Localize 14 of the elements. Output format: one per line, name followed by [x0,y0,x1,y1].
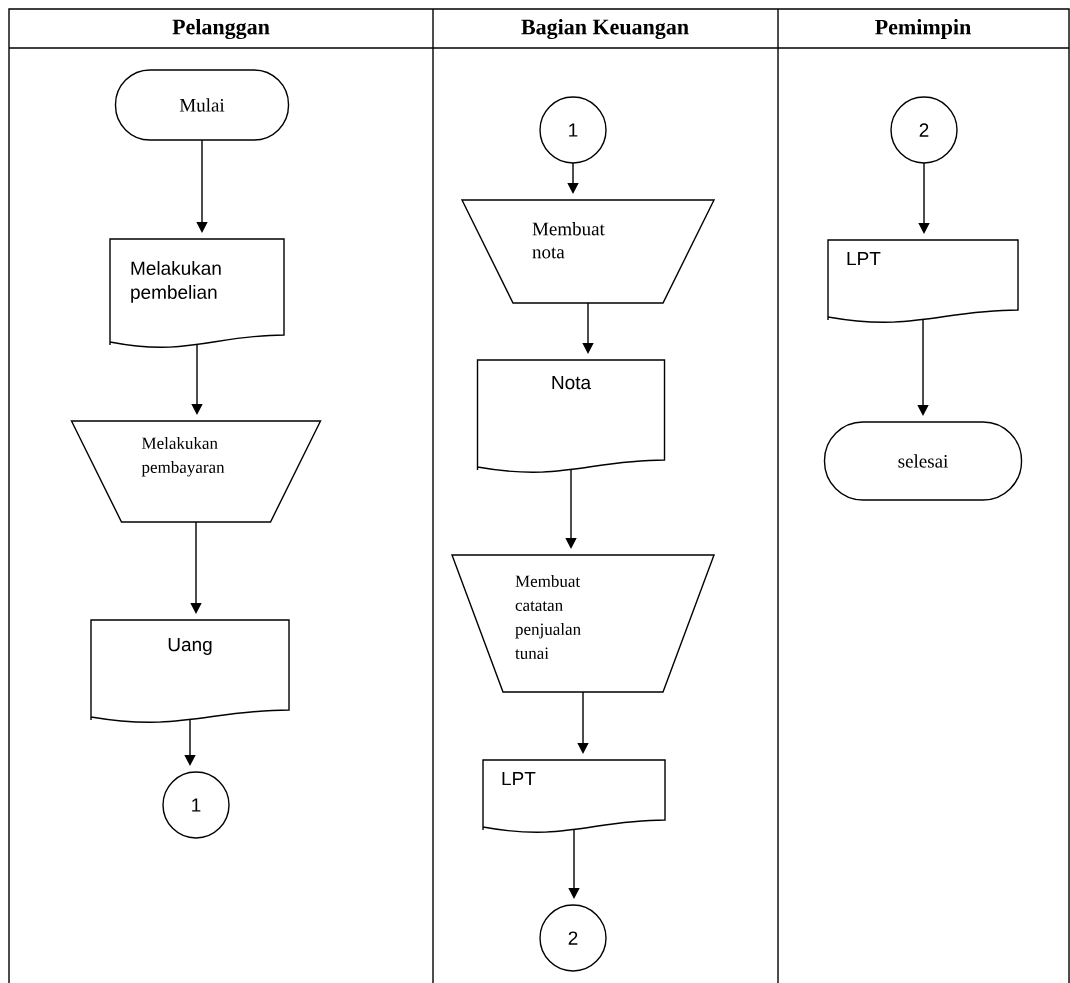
column-header: Bagian Keuangan [521,18,689,40]
arrow [184,719,196,766]
arrow [917,319,929,416]
arrow [190,521,202,614]
arrow [577,691,589,754]
arrow [191,344,203,415]
arrow [196,139,208,233]
column-header: Pelanggan [172,18,270,40]
column-header: Pemimpin [875,19,971,39]
arrow [918,162,930,234]
arrow [565,469,577,549]
arrow [582,302,594,354]
arrow [567,162,579,194]
arrow [568,829,580,899]
